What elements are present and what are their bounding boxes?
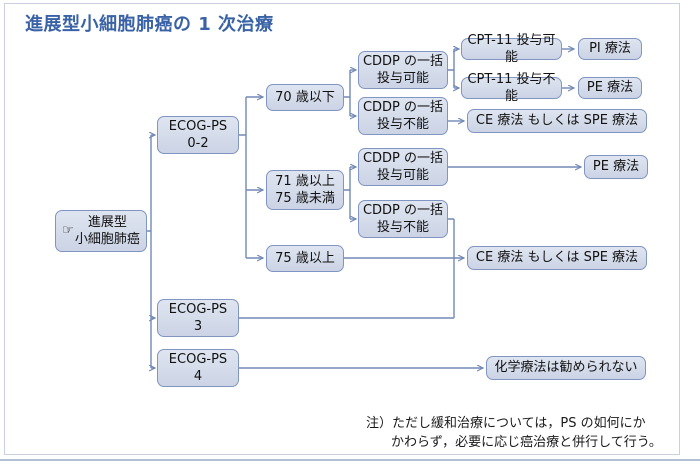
node-root: ☞進展型 小細胞肺癌: [55, 210, 147, 252]
page-title: 進展型小細胞肺癌の 1 次治療: [25, 14, 274, 35]
node-pe-therapy-1: PE 療法: [578, 77, 642, 99]
node-cpt11-possible: CPT-11 投与可能: [461, 33, 562, 65]
node-pi-therapy: PI 療法: [578, 38, 642, 60]
node-age-75-over: 75 歳以上: [266, 245, 344, 272]
node-cpt11-not-possible: CPT-11 投与不能: [461, 72, 562, 104]
figure-frame: [4, 3, 680, 455]
bottom-rule: [0, 459, 700, 461]
node-cddp-not-possible-1: CDDP の一括 投与不能: [358, 97, 448, 135]
node-ce-spe-therapy-1: CE 療法 もしくは SPE 療法: [467, 109, 647, 133]
node-cddp-possible-1: CDDP の一括 投与可能: [358, 51, 448, 89]
node-ce-spe-therapy-2: CE 療法 もしくは SPE 療法: [467, 246, 647, 270]
node-age-70-under: 70 歳以下: [266, 84, 344, 111]
pointing-hand-icon: ☞: [62, 223, 74, 239]
node-cddp-not-possible-2: CDDP の一括 投与不能: [358, 200, 448, 238]
node-root-label: 進展型 小細胞肺癌: [74, 214, 140, 247]
node-pe-therapy-2: PE 療法: [584, 155, 648, 179]
footnote-line-1: 注）ただし緩和治療については，PS の如何にか: [366, 416, 646, 431]
node-ecog-ps-3: ECOG-PS 3: [157, 299, 239, 337]
footnote: 注）ただし緩和治療については，PS の如何にか かわらず，必要に応じ癌治療と併行…: [366, 414, 662, 452]
footnote-line-2: かわらず，必要に応じ癌治療と併行して行う。: [391, 435, 662, 450]
node-cddp-possible-2: CDDP の一括 投与可能: [358, 148, 448, 186]
node-ecog-ps-0-2: ECOG-PS 0-2: [157, 116, 239, 154]
node-chemo-not-recommended: 化学療法は勧められない: [486, 356, 646, 380]
node-age-71-74: 71 歳以上 75 歳未満: [266, 170, 344, 210]
node-ecog-ps-4: ECOG-PS 4: [157, 349, 239, 387]
